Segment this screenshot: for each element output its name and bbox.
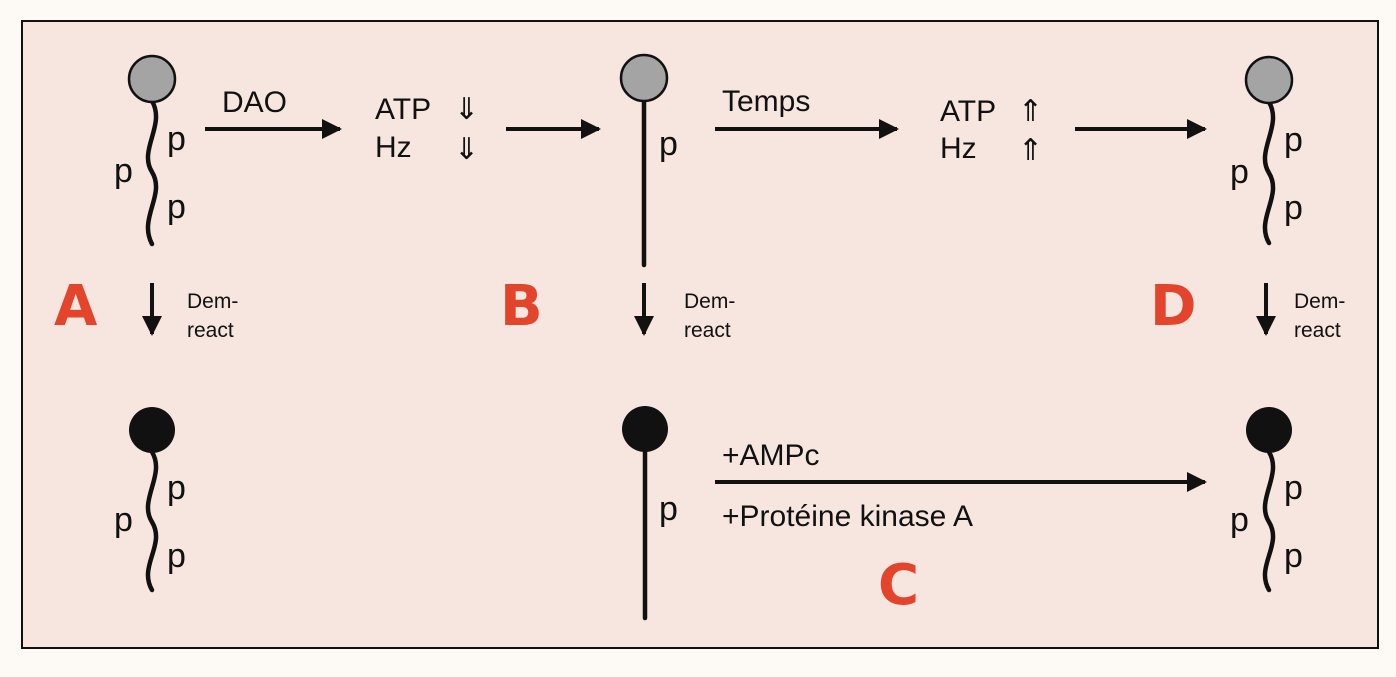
pka-label: +Protéine kinase A	[722, 500, 973, 533]
sperm-c: p	[622, 406, 678, 621]
atp-down-arrow-icon: ⇓	[454, 93, 479, 126]
sperm-d-p-label-1: p	[1284, 121, 1303, 159]
demreact-b-line1: Dem-	[684, 290, 735, 313]
hz-down-arrow-icon: ⇓	[454, 133, 479, 166]
demreact-d-line1: Dem-	[1294, 290, 1345, 313]
sperm-d: p p p	[1230, 55, 1303, 246]
sperm-b-p-label: p	[659, 125, 678, 163]
sperm-d-p-label-2: p	[1230, 153, 1249, 191]
hz-up-arrow-icon: ⇑	[1018, 134, 1043, 167]
sperm-d-head	[1244, 55, 1294, 105]
sperm-d-reacted-p-label-1: p	[1284, 469, 1303, 507]
stage-letter-a: A	[54, 274, 98, 339]
panel-background	[21, 20, 1379, 649]
sperm-a-reacted: p p p	[114, 407, 186, 593]
sperm-a-reacted-p-label-2: p	[114, 501, 133, 539]
sperm-a-p-label-2: p	[114, 152, 133, 190]
sperm-a-head	[127, 54, 177, 104]
sperm-a-reacted-head	[129, 407, 175, 453]
atp-up-arrow-icon: ⇑	[1018, 95, 1043, 128]
stage-letter-c: C	[878, 553, 919, 618]
sperm-a-reacted-p-label-3: p	[167, 537, 186, 575]
sperm-a-p-label-1: p	[167, 120, 186, 158]
atp-hz-decrease-readout: ATP Hz ⇓ ⇓	[375, 93, 479, 166]
sperm-d-reacted-flagellum	[1262, 449, 1276, 593]
sperm-d-reacted-p-label-2: p	[1230, 501, 1249, 539]
sperm-a-reacted-flagellum	[145, 449, 159, 593]
sperm-b: p	[619, 53, 678, 268]
sperm-a-flagellum	[145, 98, 159, 247]
sperm-c-p-label: p	[659, 490, 678, 528]
sperm-a: p p p	[114, 54, 186, 247]
atp-increase-label: ATP	[940, 95, 996, 128]
demreact-a-line1: Dem-	[187, 290, 238, 313]
sperm-a-reacted-p-label-1: p	[167, 469, 186, 507]
dao-label: DAO	[222, 86, 287, 119]
stage-letter-d: D	[1150, 274, 1196, 339]
sperm-d-reacted-p-label-3: p	[1284, 537, 1303, 575]
demreact-b-line2: react	[684, 319, 731, 342]
atp-decrease-label: ATP	[375, 93, 431, 126]
hz-increase-label: Hz	[940, 132, 977, 165]
sperm-d-flagellum	[1262, 99, 1276, 246]
ampc-label: +AMPc	[722, 439, 820, 472]
sperm-a-p-label-3: p	[167, 188, 186, 226]
hz-decrease-label: Hz	[375, 131, 412, 164]
stage-letter-b: B	[500, 274, 543, 339]
demreact-d-line2: react	[1294, 319, 1341, 342]
sperm-d-reacted: p p p	[1230, 407, 1303, 593]
sperm-d-reacted-head	[1246, 407, 1292, 453]
sperm-c-head	[622, 406, 668, 452]
demreact-a-line2: react	[187, 319, 234, 342]
sperm-d-p-label-3: p	[1284, 189, 1303, 227]
temps-label: Temps	[722, 85, 810, 118]
atp-hz-increase-readout: ATP Hz ⇑ ⇑	[940, 95, 1043, 167]
sperm-b-head	[619, 53, 669, 103]
